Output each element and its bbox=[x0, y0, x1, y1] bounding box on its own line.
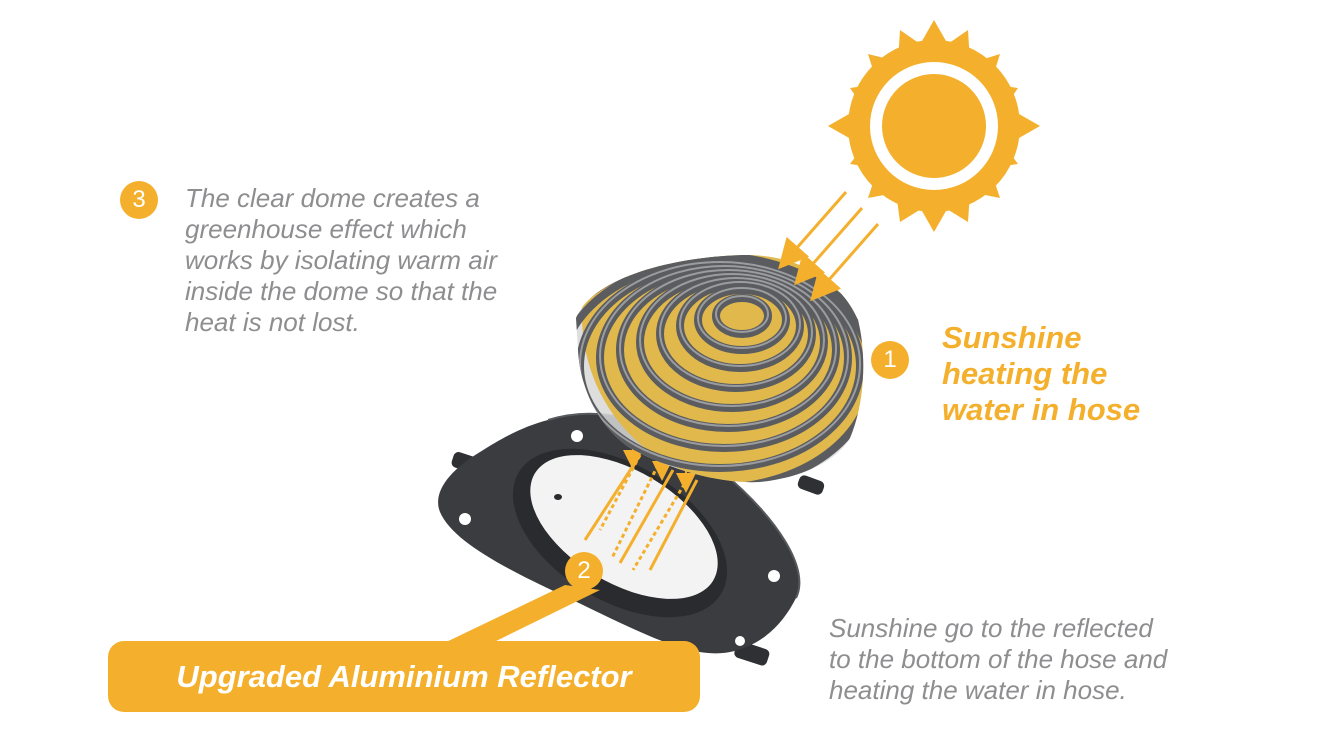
callout-pointer bbox=[440, 585, 600, 645]
callout-1-line: water in hose bbox=[942, 392, 1141, 427]
callout-1-badge: 1 bbox=[871, 341, 909, 379]
sun-icon bbox=[828, 20, 1040, 232]
callout-1-number: 1 bbox=[883, 346, 897, 373]
callout-1-line: heating the bbox=[942, 356, 1108, 391]
callout-3-line: works by isolating warm air bbox=[185, 245, 498, 275]
callout-3-line: heat is not lost. bbox=[185, 307, 360, 337]
reflector-title: Upgraded Aluminium Reflector bbox=[176, 658, 632, 694]
callout-2-line: Sunshine go to the reflected bbox=[829, 613, 1153, 643]
callout-3-line: The clear dome creates a bbox=[185, 183, 480, 213]
callout-2-description: Sunshine go to the reflected to the bott… bbox=[829, 613, 1167, 706]
callout-2-line: heating the water in hose. bbox=[829, 675, 1127, 705]
callout-3-line: greenhouse effect which bbox=[185, 214, 467, 244]
callout-2-line: to the bottom of the hose and bbox=[829, 644, 1168, 674]
callout-1-headline: Sunshine heating the water in hose bbox=[942, 320, 1140, 428]
callout-1-line: Sunshine bbox=[942, 320, 1082, 355]
callout-2-number: 2 bbox=[577, 557, 591, 584]
callout-3-description: The clear dome creates a greenhouse effe… bbox=[185, 183, 497, 338]
reflected-light bbox=[583, 446, 699, 571]
callout-3-badge: 3 bbox=[120, 181, 158, 219]
callout-3-number: 3 bbox=[132, 186, 146, 213]
callout-3-line: inside the dome so that the bbox=[185, 276, 498, 306]
reflector-callout: Upgraded Aluminium Reflector bbox=[108, 641, 700, 712]
callout-2-badge: 2 bbox=[565, 552, 603, 590]
sunlight-arrow-icon bbox=[778, 191, 880, 302]
